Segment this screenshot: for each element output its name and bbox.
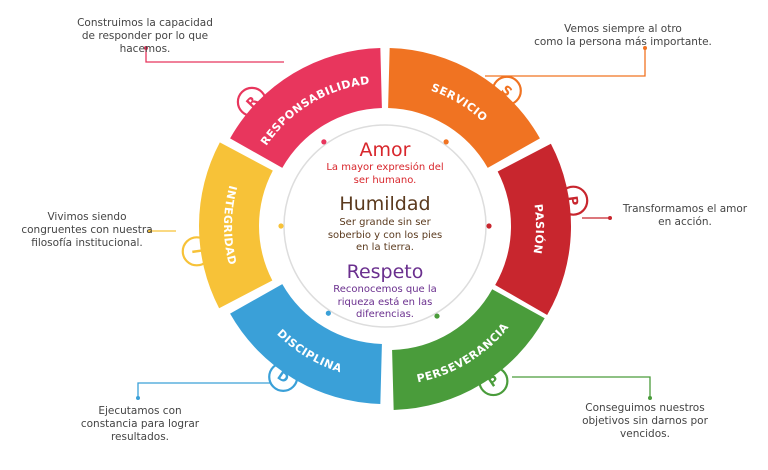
amor-text-line: La mayor expresión del xyxy=(326,162,444,173)
note-servicio: Vemos siempre al otro como la persona má… xyxy=(518,23,728,49)
respeto-text-line: diferencias. xyxy=(356,309,414,320)
note-line: Vivimos siendo xyxy=(47,211,127,223)
note-line: congruentes con nuestra xyxy=(21,224,153,236)
center-respeto: Respeto Reconocemos que la riqueza está … xyxy=(315,261,455,322)
respeto-text-line: riqueza está en las xyxy=(337,296,433,308)
note-line: filosofía institucional. xyxy=(31,237,143,249)
inner-dot-integridad xyxy=(278,223,284,229)
amor-text-line: ser humano. xyxy=(353,174,417,186)
connector-line-servicio xyxy=(485,48,646,77)
note-line: en acción. xyxy=(658,216,712,228)
connector-endpoint-pasion xyxy=(608,216,612,220)
humildad-title: Humildad xyxy=(339,193,431,215)
segment-pasion xyxy=(495,143,572,315)
amor-text: La mayor expresión del ser humano. xyxy=(315,162,455,187)
inner-circle xyxy=(283,124,487,328)
respeto-text: Reconocemos que la riqueza está en las d… xyxy=(315,284,455,322)
note-perseverancia: Conseguimos nuestros objetivos sin darno… xyxy=(570,402,720,441)
connector-endpoint-servicio xyxy=(643,46,647,50)
segment-perseverancia xyxy=(392,289,545,410)
segment-label-integridad: INTEGRIDAD xyxy=(221,184,239,266)
connector-line-disciplina xyxy=(137,382,278,398)
inner-dot-disciplina xyxy=(325,310,331,316)
note-line: Construimos la capacidad xyxy=(77,17,213,29)
segment-label-pasion: PASIÓN xyxy=(530,203,546,255)
connector-line-perseverancia xyxy=(512,376,651,398)
note-line: constancia para lograr xyxy=(80,418,200,430)
note-line: Vemos siempre al otro xyxy=(564,23,682,35)
note-line: vencidos. xyxy=(620,428,670,440)
ring-segments: RESPONSABILIDADSERVICIOPASIÓNPERSEVERANC… xyxy=(199,48,572,410)
note-integridad: Vivimos siendo congruentes con nuestra f… xyxy=(12,211,162,250)
respeto-title: Respeto xyxy=(346,261,424,283)
center-humildad: Humildad Ser grande sin ser soberbio y c… xyxy=(315,193,455,255)
inner-dot-perseverancia xyxy=(434,313,440,319)
note-line: Ejecutamos con xyxy=(98,405,182,417)
note-line: resultados. xyxy=(110,431,170,443)
segment-servicio xyxy=(388,48,540,168)
amor-title: Amor xyxy=(359,139,411,161)
center-amor: Amor La mayor expresión del ser humano. xyxy=(315,139,455,187)
note-disciplina: Ejecutamos con constancia para lograr re… xyxy=(65,405,215,444)
note-line: objetivos sin darnos por xyxy=(582,415,708,427)
note-line: de responder por lo que xyxy=(81,30,209,42)
humildad-text-line: en la tierra. xyxy=(356,242,414,253)
inner-dot-responsabilidad xyxy=(321,139,327,145)
segment-responsabilidad xyxy=(230,48,382,168)
badge-letter-integridad: I xyxy=(188,248,204,255)
inner-dot-pasion xyxy=(486,223,492,229)
humildad-text-line: soberbio y con los pies xyxy=(327,229,443,241)
note-pasion: Transformamos el amor en acción. xyxy=(610,203,760,229)
badge-letter-pasion: P xyxy=(564,195,580,207)
note-line: Conseguimos nuestros xyxy=(585,402,705,414)
note-line: Transformamos el amor xyxy=(622,203,748,215)
connector-endpoint-perseverancia xyxy=(648,396,652,400)
humildad-text-line: Ser grande sin ser xyxy=(339,217,431,228)
respeto-text-line: Reconocemos que la xyxy=(333,284,437,295)
connector-endpoint-integridad xyxy=(148,229,152,233)
inner-dot-servicio xyxy=(443,139,449,145)
connector-endpoint-responsabilidad xyxy=(144,46,148,50)
humildad-text: Ser grande sin ser soberbio y con los pi… xyxy=(315,217,455,255)
segment-disciplina xyxy=(230,284,382,404)
note-responsabilidad: Construimos la capacidad de responder po… xyxy=(70,17,220,56)
connector-endpoint-disciplina xyxy=(136,396,140,400)
segment-integridad xyxy=(199,142,273,309)
inner-dots xyxy=(278,139,492,319)
note-line: hacemos. xyxy=(119,43,171,55)
note-line: como la persona más importante. xyxy=(534,36,712,48)
connector-lines xyxy=(136,46,652,400)
connector-line-responsabilidad xyxy=(145,48,284,63)
